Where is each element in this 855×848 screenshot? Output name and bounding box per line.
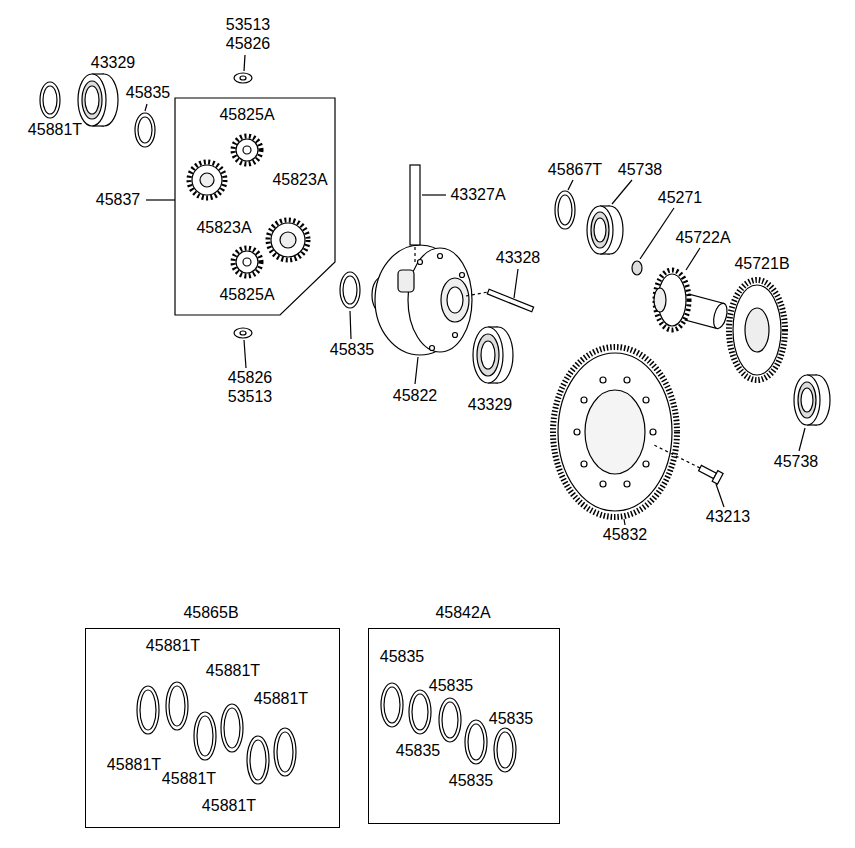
- ring-washer: [40, 82, 60, 118]
- leader-line: [716, 484, 724, 507]
- part-number: 45738: [774, 453, 819, 471]
- group-outline-shape: [175, 98, 335, 315]
- part-number: 45825A: [219, 106, 274, 124]
- leader-line: [568, 180, 573, 190]
- part-number: 45738: [618, 161, 663, 179]
- part-number: 45881T: [28, 121, 82, 139]
- bearing: [794, 375, 830, 425]
- leader-line: [415, 357, 418, 384]
- small-part: [632, 261, 642, 275]
- part-number: 45881T: [206, 662, 260, 680]
- group-outline: [175, 98, 335, 315]
- part-number: 45835: [429, 677, 474, 695]
- leader-line: [799, 428, 805, 451]
- leader-line: [145, 104, 147, 111]
- part-number: 45835: [396, 742, 441, 760]
- part-number: 45835: [126, 84, 171, 102]
- thrust-washer: [234, 73, 252, 83]
- group-number: 45837: [96, 191, 141, 209]
- bolt: [697, 463, 723, 484]
- pinion-gear: [233, 248, 261, 276]
- leader-line: [686, 248, 700, 270]
- part-number: 45721B: [734, 255, 789, 273]
- kit-box: 45842A4583545835458354583545835: [368, 628, 560, 824]
- group-number: 45865B: [183, 604, 238, 622]
- side-gear: [189, 162, 225, 198]
- side-gear: [268, 220, 308, 260]
- leader-line: [350, 311, 351, 339]
- assembly-group: 4583745825A45823A45823A45825A: [175, 98, 335, 315]
- part-number: 43329: [468, 396, 513, 414]
- pinion-gear: [233, 136, 261, 164]
- leader-line: [244, 55, 245, 71]
- part-number: 45271: [658, 189, 703, 207]
- driven-gear: [729, 280, 785, 380]
- shim-rings: [381, 683, 516, 772]
- part-number: 45835: [330, 341, 375, 359]
- ring-washer: [340, 272, 360, 308]
- part-number: 45867T: [548, 161, 602, 179]
- part-number: 45823A: [196, 219, 251, 237]
- part-number: 45881T: [202, 797, 256, 815]
- leader-line: [244, 340, 246, 368]
- part-number: 45722A: [675, 229, 730, 247]
- part-number: 43328: [496, 249, 541, 267]
- group-number: 45842A: [435, 604, 490, 622]
- leader-line: [640, 208, 674, 259]
- part-number: 45835: [449, 772, 494, 790]
- part-number: 43329: [91, 54, 136, 72]
- bearing: [473, 327, 513, 383]
- part-number: 45881T: [146, 637, 200, 655]
- bearing: [587, 206, 623, 254]
- part-number: 43213: [706, 508, 751, 526]
- part-number: 45826: [228, 369, 273, 387]
- part-number: 45822: [393, 387, 438, 405]
- ring-washer: [555, 191, 575, 229]
- leader-line: [612, 180, 632, 204]
- part-number: 45826: [226, 35, 271, 53]
- kit-box: 45865B45881T45881T45881T45881T45881T4588…: [85, 628, 340, 828]
- part-number: 45823A: [272, 171, 327, 189]
- part-number: 45881T: [162, 770, 216, 788]
- assembly-line: [414, 247, 415, 262]
- part-number: 45832: [603, 526, 648, 544]
- part-number: 45881T: [254, 690, 308, 708]
- ring-gear: [553, 347, 677, 517]
- lock-pin: [487, 289, 533, 312]
- part-number: 53513: [226, 16, 271, 34]
- leader-line: [514, 269, 518, 298]
- part-number: 53513: [228, 388, 273, 406]
- leader-line: [422, 194, 446, 195]
- part-number: 43327A: [450, 186, 505, 204]
- ring-washer: [135, 113, 155, 147]
- bearing: [78, 74, 118, 126]
- pinion-shaft: [410, 165, 420, 245]
- leader-line: [146, 199, 175, 200]
- part-number: 45835: [380, 648, 425, 666]
- leader-line: [624, 519, 625, 525]
- pinion-shaft-gear: [654, 270, 729, 330]
- thrust-washer: [234, 328, 252, 338]
- part-number: 45825A: [219, 286, 274, 304]
- differential-case: [372, 245, 472, 355]
- assembly-line: [652, 444, 700, 468]
- assembly-line: [466, 292, 488, 296]
- part-number: 45835: [489, 710, 534, 728]
- part-number: 45881T: [107, 756, 161, 774]
